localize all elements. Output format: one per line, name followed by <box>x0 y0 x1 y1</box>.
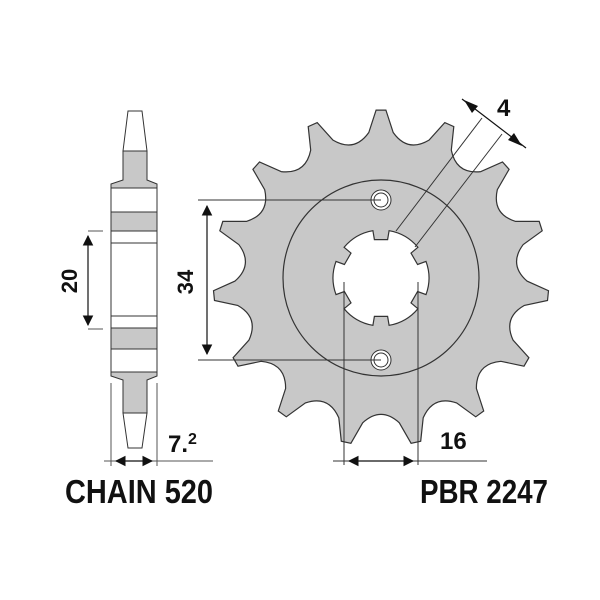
dimension-label-spline-width: 16 <box>440 428 467 455</box>
dimension-label-tooth-width: 4 <box>497 95 511 122</box>
chain-label: CHAIN 520 <box>65 473 213 510</box>
part-number-label: PBR 2247 <box>420 473 548 510</box>
dimension-label-bolt-spacing: 34 <box>173 269 198 294</box>
bolt-circle <box>282 179 480 377</box>
dimension-label-thickness: 7.2 <box>168 431 197 458</box>
dimension-label-hub-width: 20 <box>57 269 82 293</box>
side-profile-view: 20 7.2 <box>57 110 213 467</box>
front-view-sprocket: 34 16 4 <box>173 95 550 467</box>
spline-bore <box>332 230 430 326</box>
